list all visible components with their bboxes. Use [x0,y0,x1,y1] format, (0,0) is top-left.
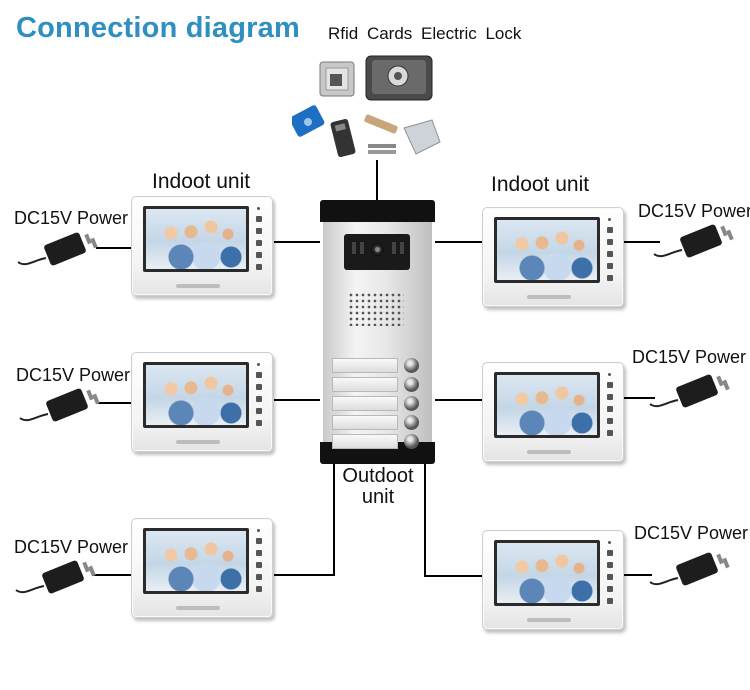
camera-icon [344,234,410,270]
power-adapter-icon [15,560,96,594]
remote-control-icon [330,118,356,158]
call-button-2 [332,377,422,392]
rfid-card-icon [289,105,325,137]
power-label-right-bottom: DC15V Power [634,523,749,543]
indoor-monitor-right-top [482,207,624,307]
call-button-5 [332,434,422,449]
power-label-left-bottom: DC15V Power [14,537,129,557]
call-button-3 [332,396,422,411]
indoor-monitor-right-bottom [482,530,624,630]
diagram-title: Connection diagram [16,12,300,44]
power-adapter-icon [649,552,730,586]
lock-title: Rfid Cards Electric Lock [328,24,522,43]
outdoor-unit-label-line1: Outdoot [342,465,414,487]
indoor-unit-label-left: Indoot unit [152,170,251,193]
power-label-right-middle: DC15V Power [632,347,747,367]
speaker-grille [348,292,404,326]
indoor-monitor-right-middle [482,362,624,462]
outdoor-unit-label-line2: unit [361,486,395,508]
power-adapter-icon [17,232,98,266]
call-button-4 [332,415,422,430]
power-adapter-icon [653,224,734,258]
power-label-left-middle: DC15V Power [16,365,131,385]
power-label-right-top: DC15V Power [638,201,750,221]
power-label-left-top: DC15V Power [14,208,129,228]
wire-right-bottom [424,464,482,577]
indoor-monitor-left-top [131,196,273,296]
wire-left-bottom [274,464,335,576]
outdoor-unit [320,200,435,464]
indoor-monitor-left-bottom [131,518,273,618]
electric-lock-icon [289,50,452,168]
indoor-unit-label-right: Indoot unit [491,173,590,196]
power-adapter-icon [649,374,730,408]
outdoor-unit-label: Outdoot unit [328,466,428,508]
power-adapter-icon [19,388,100,422]
indoor-monitor-left-middle [131,352,273,452]
call-button-1 [332,358,422,373]
